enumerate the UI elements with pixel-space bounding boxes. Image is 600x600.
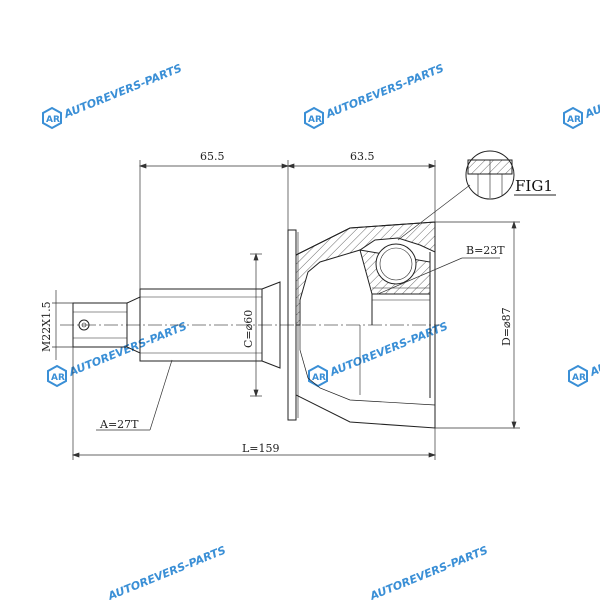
watermark-text: AUTOREVERS-PARTS [587,320,600,380]
fig1-detail [465,150,556,200]
watermark-text: AUTOREVERS-PARTS [66,320,188,380]
watermark-text: AUTOREVERS-PARTS [327,320,449,380]
thread-end [72,302,128,348]
watermark-text: AUTOREVERS-PARTS [61,62,183,122]
watermark-logo [568,365,588,387]
watermark-text: AUTOREVERS-PARTS [582,62,600,122]
splined-shaft [139,288,263,362]
outer-spline-label: A=27T [99,418,139,431]
watermark-text: AUTOREVERS-PARTS [323,62,445,122]
watermark-text: AUTOREVERS-PARTS [367,544,489,600]
dim-body-length: 63.5 [350,150,375,163]
watermark-logo [47,365,67,387]
dim-shaft-length: 65.5 [200,150,225,163]
dimensions [52,160,520,460]
shaft-neck [261,281,281,369]
thread-label: M22X1.5 [40,301,53,352]
total-length-label: L=159 [242,442,280,455]
bell-section-hatch [295,221,436,326]
watermark-logo [308,365,328,387]
watermark-logo [42,107,62,129]
cotter-hole [78,319,90,331]
inner-spline-label: B=23T [466,244,505,257]
watermark-logo [563,107,583,129]
shaft-diameter-label: C=⌀60 [242,310,255,348]
fig1-label: FIG1 [515,177,553,195]
outer-diameter-label: D=⌀87 [500,307,513,346]
watermark-text: AUTOREVERS-PARTS [105,544,227,600]
ball [375,243,417,285]
watermark-logo [304,107,324,129]
part-outline [72,221,436,429]
